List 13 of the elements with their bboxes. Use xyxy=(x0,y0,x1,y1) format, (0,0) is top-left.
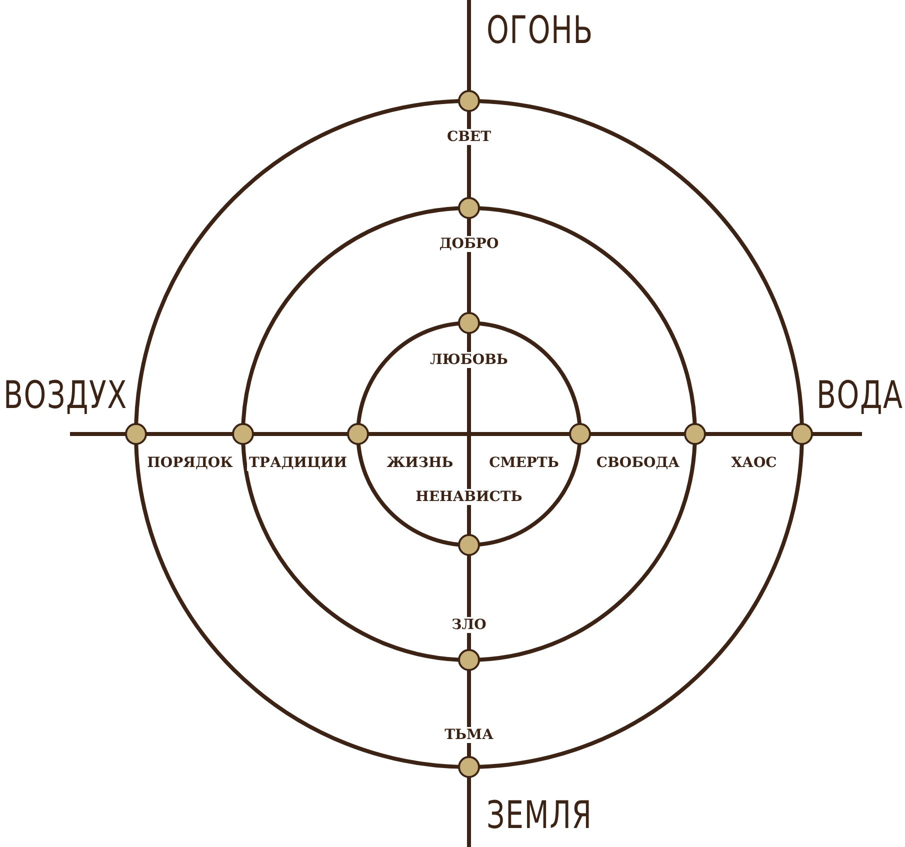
ring-label: ТРАДИЦИИ xyxy=(247,455,349,471)
ring-label: ЗЛО xyxy=(450,617,488,633)
ring-label: ПОРЯДОК xyxy=(145,455,235,471)
ring-label: ТЬМА xyxy=(442,727,496,743)
element-label: ЗЕМЛЯ xyxy=(486,793,594,837)
element-label: ВОДА xyxy=(816,373,904,417)
ring-label: СВОБОДА xyxy=(594,455,682,471)
ring-label: ДОБРО xyxy=(437,236,501,252)
ring-label: ЛЮБОВЬ xyxy=(428,352,510,368)
element-label: ВОЗДУХ xyxy=(2,373,128,417)
element-label: ОГОНЬ xyxy=(486,8,594,52)
ring-label: СВЕТ xyxy=(444,129,494,145)
ring-label: НЕНАВИСТЬ xyxy=(414,489,524,505)
